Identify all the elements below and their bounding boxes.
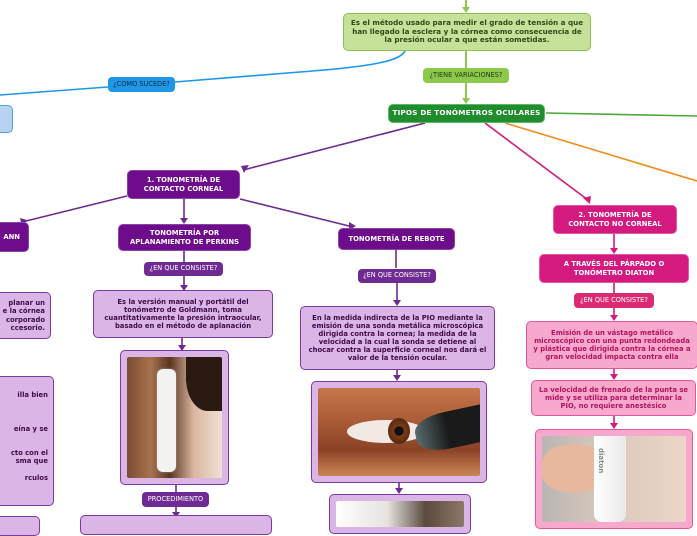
goldmann-proc-line: cto con el: [10, 449, 48, 458]
perkins-title: TONOMETRÍA POR APLANAMIENTO DE PERKINS: [129, 229, 240, 246]
diaton-node[interactable]: A TRAVÉS DEL PÁRPADO O TONÓMETRO DIATON: [539, 254, 689, 283]
contacto-no-corneal-text: 2. TONOMETRÍA DE CONTACTO NO CORNEAL: [568, 211, 662, 228]
goldmann-desc-line: corporado: [5, 315, 45, 324]
connector-pink-main: [484, 122, 589, 201]
definition-node[interactable]: Es el método usado para medir el grado d…: [343, 13, 591, 51]
perkins-desc-text: Es la versión manual y portátil del tonó…: [104, 297, 262, 331]
diaton-desc1-text: Emisión de un vástago metálico microscóp…: [533, 328, 691, 362]
rebote-question-label[interactable]: ¿EN QUE CONSISTE?: [358, 269, 436, 283]
goldmann-desc-node[interactable]: planar un e la córnea corporado ccesorio…: [0, 292, 51, 339]
diaton-desc2-text: La velocidad de frenado de la punta se m…: [539, 385, 688, 410]
perkins-image-node[interactable]: [120, 350, 229, 485]
rebote-title: TONOMETRÍA DE REBOTE: [348, 234, 445, 243]
rebote-image-node[interactable]: [311, 381, 487, 483]
connector-orange: [504, 122, 697, 182]
rebote-image2-node[interactable]: [329, 494, 471, 534]
definition-text: Es el método usado para medir el grado d…: [350, 18, 584, 45]
goldmann-node[interactable]: ANN: [0, 222, 29, 252]
root-node[interactable]: TIPOS DE TONÓMETROS OCULARES: [388, 104, 545, 123]
goldmann-desc-line: planar un: [8, 299, 45, 308]
diaton-desc1-node[interactable]: Emisión de un vástago metálico microscóp…: [526, 321, 697, 369]
tiene-variaciones-text: ¿TIENE VARIACIONES?: [429, 70, 503, 79]
goldmann-text: ANN: [3, 232, 20, 241]
procedimiento-text: PROCEDIMIENTO: [147, 494, 204, 503]
contacto-corneal-text: 1. TONOMETRÍA DE CONTACTO CORNEAL: [143, 176, 224, 193]
connector-purple-main: [242, 122, 426, 171]
diaton-title: A TRAVÉS DEL PÁRPADO O TONÓMETRO DIATON: [563, 260, 665, 277]
diaton-photo: diaton: [542, 436, 686, 522]
goldmann-proc-line: rculos: [24, 474, 48, 483]
perkins-procedure-node[interactable]: [80, 515, 272, 535]
rebote-node[interactable]: TONOMETRÍA DE REBOTE: [338, 228, 455, 250]
rebote-question-text: ¿EN QUE CONSISTE?: [363, 271, 431, 280]
procedimiento-label[interactable]: PROCEDIMIENTO: [142, 492, 209, 507]
goldmann-procedure-node[interactable]: illa bien eína y se cto con el sma que r…: [0, 376, 54, 506]
goldmann-next-node[interactable]: [0, 516, 40, 536]
perkins-question-label[interactable]: ¿EN QUE CONSISTE?: [144, 262, 223, 276]
perkins-node[interactable]: TONOMETRÍA POR APLANAMIENTO DE PERKINS: [118, 224, 251, 251]
connector-green-right: [545, 112, 697, 117]
diaton-question-text: ¿EN QUE CONSISTE?: [580, 295, 648, 304]
connector-lines: [0, 0, 697, 518]
root-text: TIPOS DE TONÓMETROS OCULARES: [392, 108, 541, 118]
contacto-corneal-node[interactable]: 1. TONOMETRÍA DE CONTACTO CORNEAL: [127, 170, 240, 199]
goldmann-proc-line: illa bien: [17, 391, 48, 399]
diaton-desc2-node[interactable]: La velocidad de frenado de la punta se m…: [531, 380, 696, 416]
diaton-brand-text: diaton: [597, 448, 606, 474]
contacto-no-corneal-node[interactable]: 2. TONOMETRÍA DE CONTACTO NO CORNEAL: [553, 205, 677, 234]
goldmann-proc-line: sma que: [15, 457, 48, 466]
perkins-photo: [127, 357, 222, 478]
perkins-desc-node[interactable]: Es la versión manual y portátil del tonó…: [93, 290, 273, 338]
goldmann-desc-line: e la córnea: [2, 307, 45, 316]
patient-photo: [336, 501, 464, 527]
perkins-question-text: ¿EN QUE CONSISTE?: [149, 264, 218, 273]
como-sucede-text: ¿COMO SUCEDE?: [113, 79, 170, 88]
rebote-eye-photo: [318, 388, 480, 476]
tiene-variaciones-label[interactable]: ¿TIENE VARIACIONES?: [423, 68, 509, 83]
rebote-desc-text: En la medida indirecta de la PIO mediant…: [308, 313, 487, 363]
diaton-image-node[interactable]: diaton: [535, 429, 693, 529]
connector-blue: [0, 50, 406, 96]
rebote-desc-node[interactable]: En la medida indirecta de la PIO mediant…: [300, 306, 495, 370]
goldmann-proc-line: eína y se: [13, 425, 48, 434]
goldmann-desc-line: ccesorio.: [10, 323, 45, 332]
como-sucede-label[interactable]: ¿COMO SUCEDE?: [108, 77, 175, 92]
diaton-question-label[interactable]: ¿EN QUE CONSISTE?: [574, 293, 654, 308]
blue-partial-node[interactable]: [0, 105, 13, 133]
